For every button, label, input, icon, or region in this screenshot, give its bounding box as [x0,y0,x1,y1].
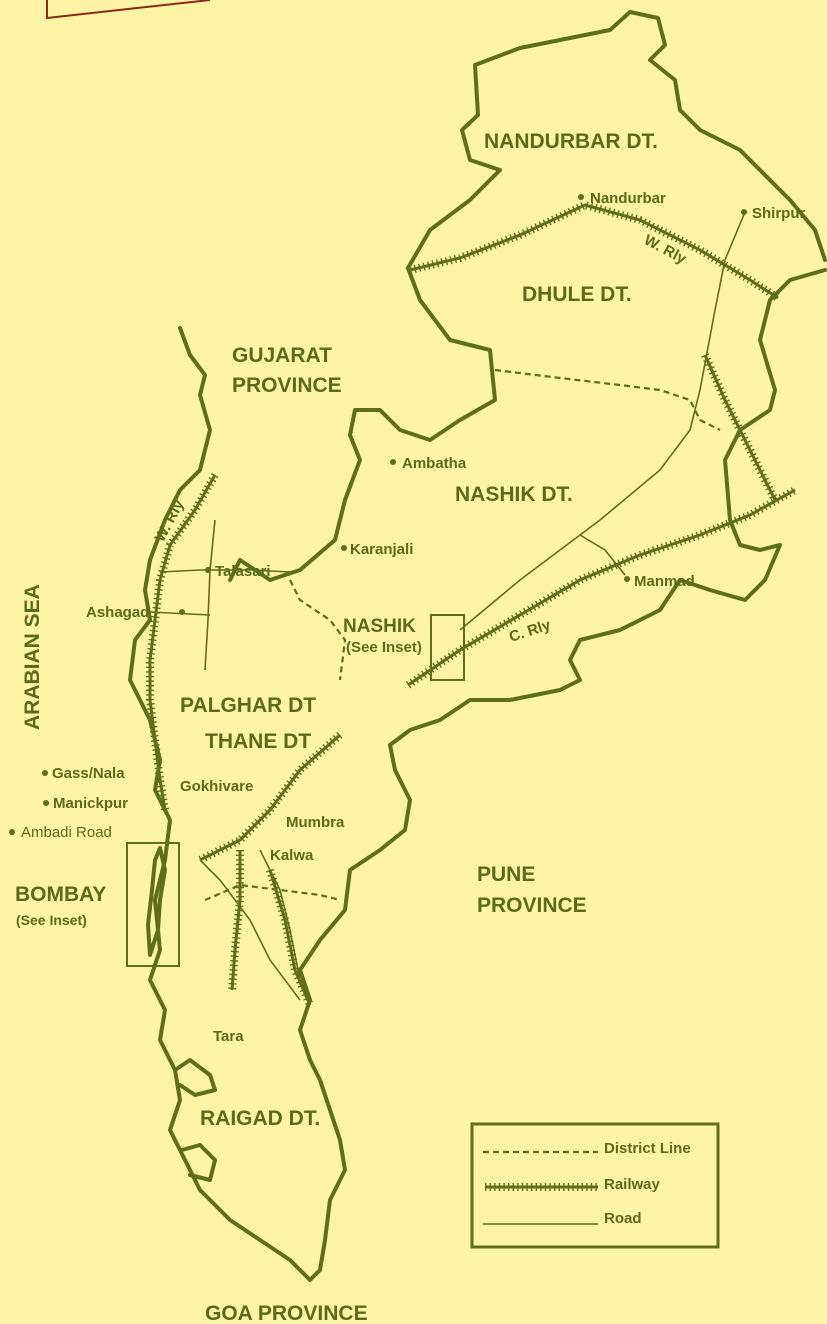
label-ambadi-road: Ambadi Road [21,824,112,841]
legend: District Line Railway Road [470,1122,720,1249]
pune-boundary [298,743,412,1282]
label-arabian-sea: ARABIAN SEA [21,584,44,730]
inlet-2 [180,1143,217,1182]
bombay-inset-box [126,842,180,967]
railway-central [405,486,797,689]
label-raigad-dt: RAIGAD DT. [200,1107,320,1130]
label-ashagad: Ashagad [86,604,149,621]
railway-south-2 [266,868,314,1007]
label-tara: Tara [213,1028,244,1045]
label-karanjali: Karanjali [350,541,413,558]
label-bombay: BOMBAY [15,883,106,906]
corner-frame [46,0,211,20]
label-ambatha: Ambatha [402,455,467,472]
label-goa-province: GOA PROVINCE [205,1302,368,1324]
label-palghar-dt: PALGHAR DT [180,694,316,717]
dhule-boundary [228,266,497,582]
label-gass-nala: Gass/Nala [52,765,125,782]
label-c-rly: C. Rly [507,616,553,646]
label-pune-province: PROVINCE [477,894,587,917]
label-talasari: Talasari [215,563,271,580]
label-nashik-dt: NASHIK DT. [455,483,573,506]
ambadi-road-dot [9,829,15,835]
railway-south-1 [228,850,244,991]
inlet-1 [173,1058,217,1097]
shirpur-dot [741,209,747,215]
label-manickpur: Manickpur [53,795,128,812]
label-dhule-dt: DHULE DT. [522,283,632,306]
label-nandurbar: Nandurbar [590,190,666,207]
ambatha-dot [390,459,396,465]
legend-district-line-label: District Line [604,1140,691,1157]
label-nashik-inset: (See Inset) [346,639,422,656]
label-pune: PUNE [477,863,535,886]
road-shirpur-south [459,211,746,631]
label-manmad: Manmad [634,573,695,590]
district-line-nashik-south [289,579,347,681]
ashagad-dot [179,609,185,615]
karanjali-dot [341,545,347,551]
coast-boundary [128,326,312,1282]
nandurbar-dot [578,194,584,200]
railway-thane [198,731,343,864]
district-line-dhule-nashik [494,368,721,431]
legend-road-label: Road [604,1210,642,1227]
east-boundary [388,268,827,747]
manickpur-dot [43,800,49,806]
legend-railway-label: Railway [604,1176,661,1193]
nandurbar-boundary [406,10,827,270]
label-mumbra: Mumbra [286,814,345,831]
label-shirpur: Shirpur [752,205,805,222]
label-kalwa: Kalwa [270,847,314,864]
label-w-rly-north: W. Rly [641,232,689,268]
legend-box [470,1122,720,1249]
label-bombay-inset: (See Inset) [16,912,87,928]
label-gokhivare: Gokhivare [180,778,253,795]
bombay-island [146,846,167,957]
road-manmad [579,534,626,576]
talasari-dot [205,567,211,573]
railway-western-coast [146,473,219,811]
railway-manmad-north [701,353,779,502]
label-thane-dt: THANE DT [205,730,311,753]
road-talasari [159,569,291,573]
label-gujarat: GUJARAT [232,344,332,367]
road-palghar [204,519,216,671]
gass-nala-dot [42,770,48,776]
nashik-inset-box [430,614,465,681]
label-nandurbar-dt: NANDURBAR DT. [484,130,658,153]
road-thane-south [199,859,301,1001]
label-nashik: NASHIK [343,616,416,637]
railway-western-north [409,200,781,302]
manmad-dot [624,576,630,582]
label-gujarat-province: PROVINCE [232,374,342,397]
